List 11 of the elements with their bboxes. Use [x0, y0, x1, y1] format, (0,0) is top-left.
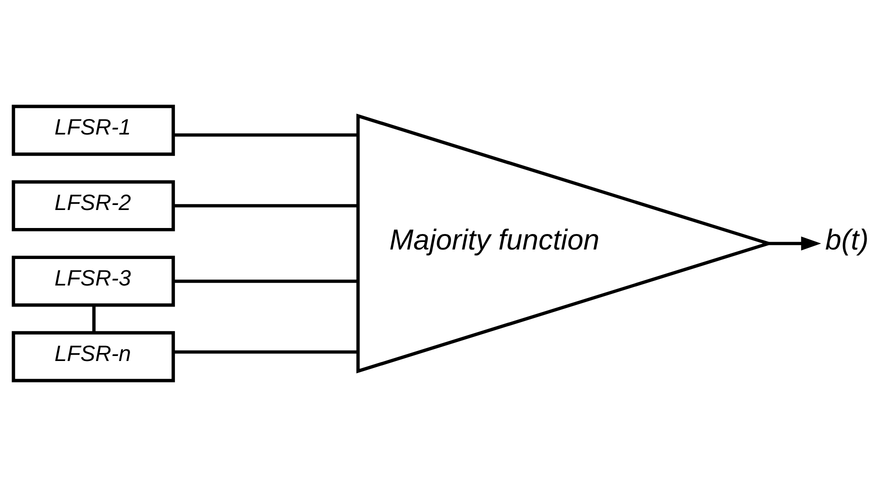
node-box: LFSR-1	[12, 104, 175, 156]
arrow	[768, 236, 822, 250]
connector	[174, 133, 358, 137]
connector	[174, 350, 358, 354]
connector	[174, 280, 358, 283]
node-box: LFSR-3	[12, 256, 175, 307]
connector	[92, 305, 96, 333]
connector	[174, 204, 358, 208]
node-box: LFSR-n	[12, 331, 175, 382]
node-text: b(t)	[825, 224, 869, 256]
node-box: LFSR-2	[12, 180, 175, 232]
